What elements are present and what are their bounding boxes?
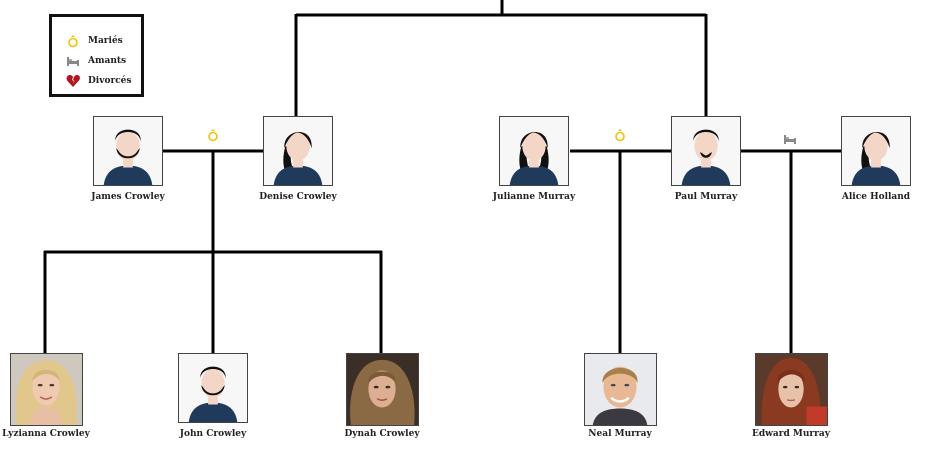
person-name: Neal Murray: [588, 429, 652, 439]
legend-lovers: Amants: [66, 54, 126, 68]
broken-heart-icon: [66, 74, 80, 88]
person-name: Denise Crowley: [259, 192, 337, 202]
photo-neal-murray[interactable]: [584, 353, 657, 426]
avatar-julianne-murray[interactable]: [499, 116, 569, 186]
person-name: Paul Murray: [674, 192, 738, 202]
avatar-denise-crowley[interactable]: [263, 116, 333, 186]
legend-married: Mariés: [66, 34, 123, 48]
ring-icon: [613, 128, 627, 142]
bed-icon: [66, 54, 80, 68]
avatar-paul-murray[interactable]: [671, 116, 741, 186]
person-name: James Crowley: [91, 192, 165, 202]
person-name: John Crowley: [179, 429, 247, 439]
photo-edward-murray[interactable]: [755, 353, 828, 426]
legend-divorced: Divorcés: [66, 74, 131, 88]
photo-dynah-crowley[interactable]: [346, 353, 419, 426]
legend-married-label: Mariés: [88, 36, 123, 46]
avatar-james-crowley[interactable]: [93, 116, 163, 186]
person-name: Alice Holland: [841, 192, 911, 202]
bed-icon: [783, 132, 797, 146]
legend-divorced-label: Divorcés: [88, 76, 132, 86]
ring-icon: [66, 34, 80, 48]
person-name: Edward Murray: [752, 429, 830, 439]
person-name: Dynah Crowley: [344, 429, 420, 439]
person-name: Lyzianna Crowley: [2, 429, 90, 439]
avatar-john-crowley[interactable]: [178, 353, 248, 423]
legend-lovers-label: Amants: [88, 56, 127, 66]
avatar-alice-holland[interactable]: [841, 116, 911, 186]
legend-box: Mariés Amants Divorcés: [49, 14, 144, 97]
ring-icon: [206, 128, 220, 142]
photo-lyzianna-crowley[interactable]: [10, 353, 83, 426]
person-name: Julianne Murray: [492, 192, 576, 202]
